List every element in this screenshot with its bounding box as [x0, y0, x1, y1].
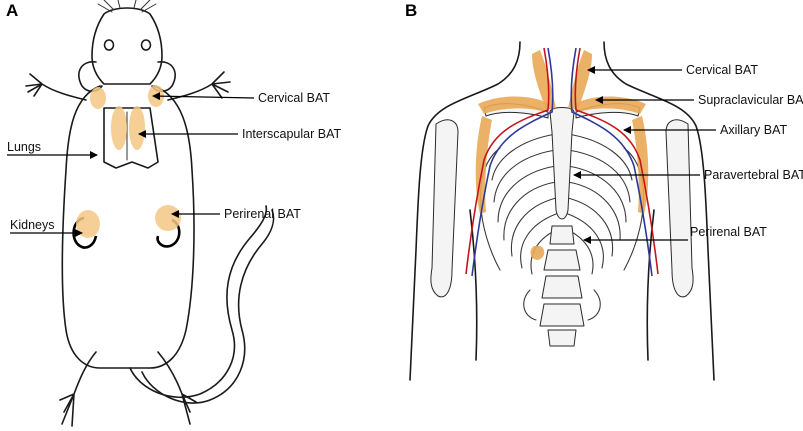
panel-b: B [405, 1, 803, 381]
vein-right [570, 47, 653, 277]
label-paravertebral-bat: Paravertebral BAT [704, 168, 803, 182]
human-cervical-bat-right [568, 50, 592, 110]
human-silhouette [409, 41, 715, 381]
label-perirenal-bat-b: Perirenal BAT [690, 225, 767, 239]
label-kidneys: Kidneys [10, 218, 54, 232]
label-cervical-bat-b: Cervical BAT [686, 63, 758, 77]
human-axillary-bat-right [632, 116, 649, 214]
human-labels: Cervical BAT Supraclavicular BAT Axillar… [573, 63, 803, 244]
panel-b-letter: B [405, 1, 417, 20]
human-perirenal-bat [530, 246, 545, 260]
mouse-perirenal-bat-left [76, 210, 100, 238]
humerus-right [665, 119, 694, 298]
mouse-interscapular-bat-right [129, 106, 145, 150]
human-axillary-bat-left [475, 116, 492, 214]
label-perirenal-bat-a: Perirenal BAT [224, 207, 301, 221]
label-cervical-bat-a: Cervical BAT [258, 91, 330, 105]
human-bat-depots [475, 50, 649, 260]
panel-a: A [6, 0, 341, 427]
mouse-interscapular-bat-left [111, 106, 127, 150]
vein-left [471, 47, 554, 277]
label-lungs: Lungs [7, 140, 41, 154]
mouse-labels: Cervical BAT Interscapular BAT Lungs Kid… [7, 91, 341, 237]
human-vessels [465, 47, 659, 277]
arrow-cervical-a [152, 92, 255, 101]
label-supraclavicular-bat: Supraclavicular BAT [698, 93, 803, 107]
label-interscapular-bat: Interscapular BAT [242, 127, 341, 141]
sternum [549, 107, 575, 220]
panel-a-letter: A [6, 1, 18, 20]
label-axillary-bat: Axillary BAT [720, 123, 788, 137]
mouse-perirenal-bat-right [155, 205, 181, 231]
human-supraclavicular-bat-left [478, 96, 550, 114]
mouse-outline [25, 0, 275, 427]
human-supraclavicular-bat-right [574, 96, 646, 114]
human-cervical-bat-left [532, 50, 556, 110]
artery-left [465, 47, 550, 275]
spine [539, 225, 585, 347]
humerus-left [430, 119, 459, 298]
rib-cage [479, 103, 645, 347]
mouse-cervical-bat-left [90, 87, 106, 109]
artery-right [574, 47, 659, 275]
